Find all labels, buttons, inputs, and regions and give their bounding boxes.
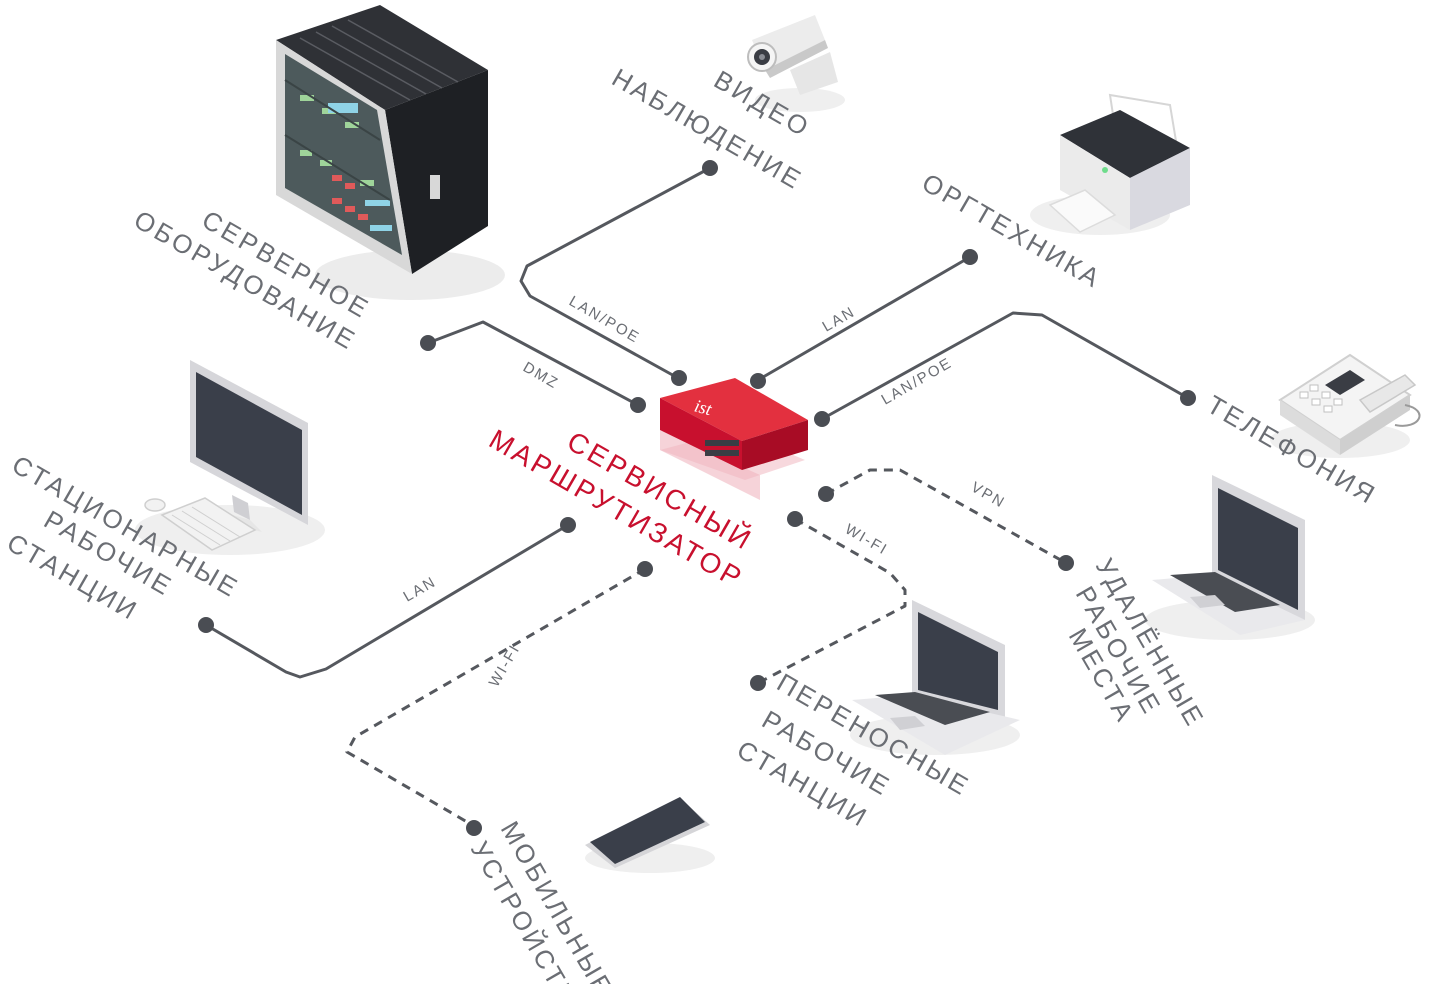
dot-telephony-router [814,411,830,427]
tablet-icon [585,797,715,873]
wire-mobile [345,567,646,828]
dot-server-router [630,397,646,413]
link-label-mobile: WI-FI [486,641,524,690]
wire-desktop [204,523,570,679]
wire-video [519,166,712,380]
dot-mobile-end [466,820,482,836]
wire-remote [825,468,1067,565]
printer-icon [1030,93,1190,235]
dot-server-end [420,335,436,351]
service-router: ist [660,378,808,500]
dot-video-router [671,370,687,386]
dot-remote-router [818,486,834,502]
link-label-portable: WI-FI [842,521,891,559]
dot-office-router [750,373,766,389]
dot-mobile-router [637,561,653,577]
cctv-camera-icon [747,15,845,112]
desktop-monitor-icon [135,360,325,555]
wire-office [756,255,972,382]
desk-phone-icon [1270,353,1421,458]
dot-video-end [702,160,718,176]
wire-telephony [820,311,1190,421]
wire-portable [757,517,907,685]
dot-portable-end [750,675,766,691]
dot-telephony-end [1180,390,1196,406]
laptop-icon [1145,475,1315,640]
dot-portable-router [787,511,803,527]
dot-desktop-router [560,517,576,533]
link-label-office: LAN [820,303,859,335]
link-label-desktop: LAN [401,573,440,605]
connection-dots [198,160,1196,836]
router-logo: ist [692,396,715,420]
link-label-dmz: DMZ [520,359,562,393]
wire-server [426,320,640,407]
connections [204,166,1190,828]
link-label-remote: VPN [968,479,1008,512]
dot-desktop-end [198,617,214,633]
laptop-icon [850,600,1020,755]
dot-office-end [962,249,978,265]
server-rack-icon [276,5,505,300]
dot-remote-end [1058,555,1074,571]
